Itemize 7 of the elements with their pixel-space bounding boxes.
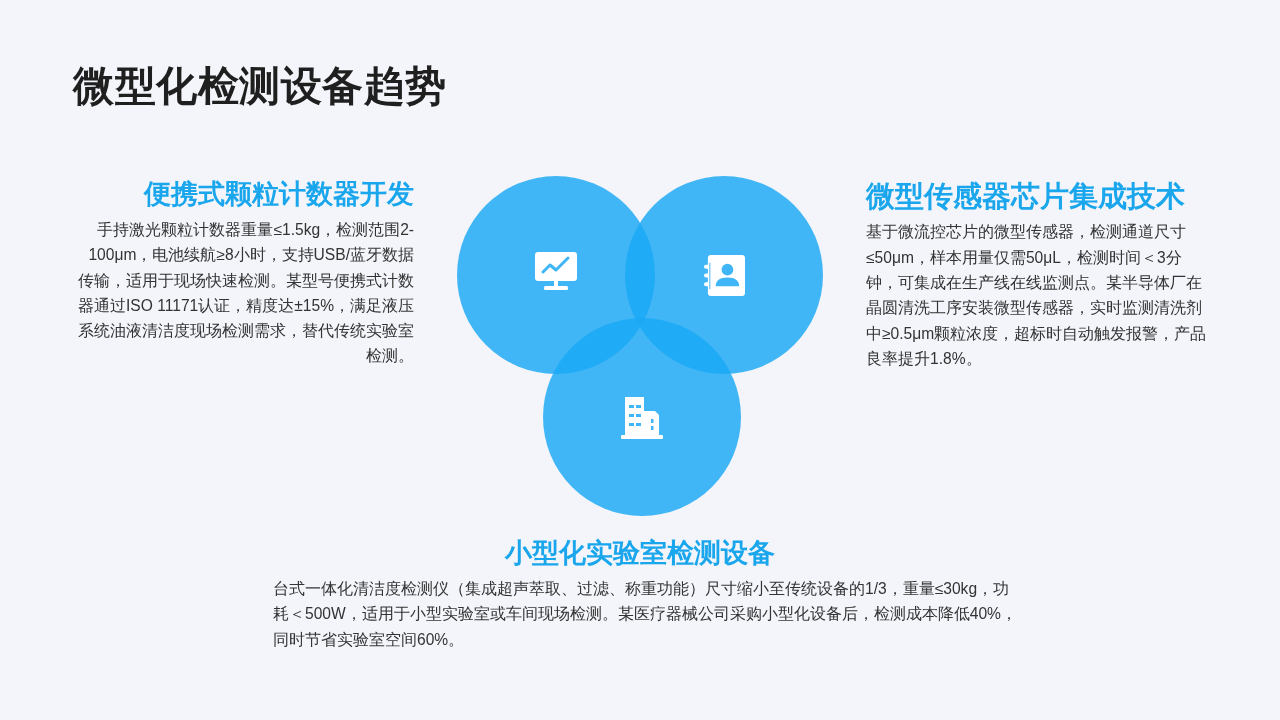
section-description: 台式一体化清洁度检测仪（集成超声萃取、过滤、称重功能）尺寸缩小至传统设备的1/3，重量≤30kg，功耗＜500W，适用于小型实验室或车间现场检测。某医疗器械公司采购小型化设备后，检测成本降低40%，同时节省实验室空间60%。 [273,578,1018,650]
section-heading: 便携式颗粒计数器开发 [144,179,414,211]
section-heading: 小型化实验室检测设备 [505,538,775,570]
section-description: 手持激光颗粒计数器重量≤1.5kg，检测范围2-100μm，电池续航≥8小时，支持USB/蓝牙数据传输，适用于现场快速检测。某型号便携式计数器通过ISO 11171认证，精度达±15%，满足液压系统油液清洁度现场检测需求，替代传统实验室检测。 [77,219,414,367]
section-description: 基于微流控芯片的微型传感器，检测通道尺寸≤50μm，样本用量仅需50μL，检测时间＜3分钟，可集成在生产线在线监测点。某半导体厂在晶圆清洗工序安装微型传感器，实时监测清洗剂中≥0.5μm颗粒浓度，超标时自动触发报警，产品良率提升1.8%。 [866,222,1208,369]
section-heading: 微型传感器芯片集成技术 [866,179,1185,214]
slide-title: 微型化检测设备趋势 [73,62,447,111]
